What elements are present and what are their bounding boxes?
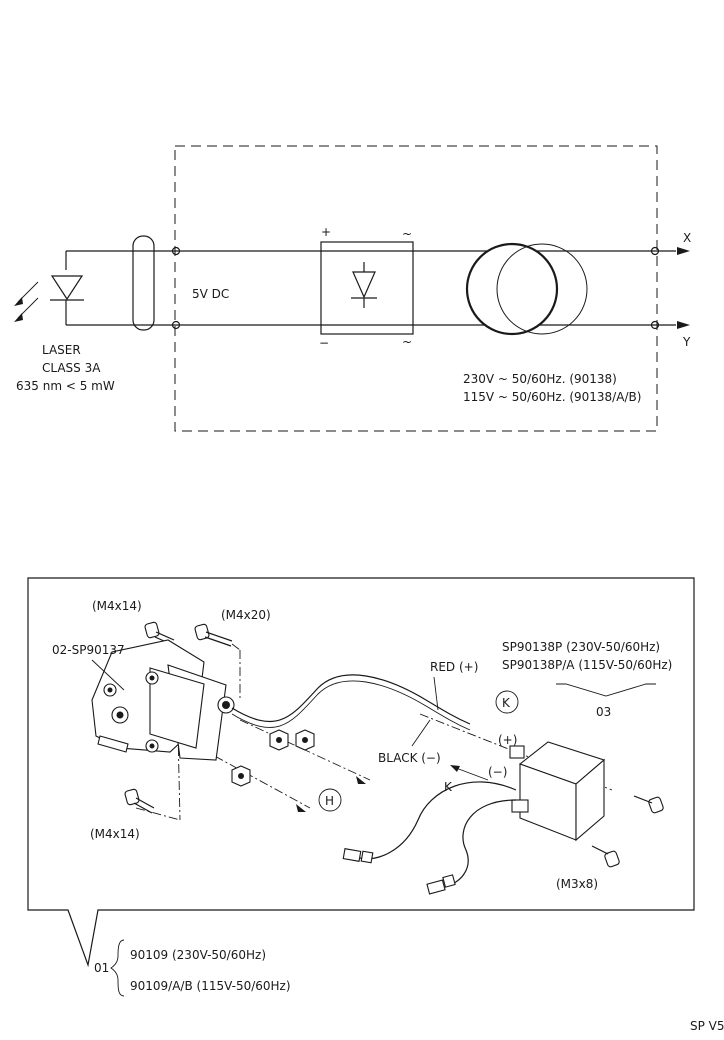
output-x-label: X: [683, 231, 691, 245]
kit-variant-115: 90109/A/B (115V-50/60Hz): [130, 979, 291, 993]
connector-1: [342, 848, 374, 864]
cable: [231, 674, 471, 725]
callout-k: [495, 690, 519, 714]
minus-sign: −: [319, 336, 329, 350]
callout-h-label: H: [325, 794, 334, 808]
psu-230-label: SP90138P (230V-50/60Hz): [502, 640, 660, 654]
power-supply-box: [509, 741, 606, 842]
kit-ref: 01: [94, 961, 109, 975]
kit-legend: 01 90109 (230V-50/60Hz) 90109/A/B (115V-…: [94, 939, 291, 997]
laser-class: CLASS 3A: [42, 361, 101, 375]
nut-3: [231, 765, 251, 787]
enclosure-dashed-box: [174, 145, 658, 432]
kit-variant-230: 90109 (230V-50/60Hz): [130, 948, 266, 962]
kit-brace: [110, 939, 125, 997]
connector-2: [426, 874, 456, 895]
red-wire-label: RED (+): [430, 660, 478, 674]
screw-top-right-label: (M4x20): [221, 608, 271, 622]
transformer-symbol: [465, 242, 588, 336]
terminal: [171, 246, 181, 256]
rectifier-box: [320, 241, 414, 335]
arrow-k-label: K: [444, 780, 453, 794]
screw-bottom-left: [124, 788, 155, 814]
supply-230-label: 230V ~ 50/60Hz. (90138): [463, 372, 617, 386]
laser-diode-symbol: [14, 275, 84, 322]
tilde-top: ~: [402, 227, 412, 241]
laser-spec: 635 nm < 5 mW: [16, 379, 115, 393]
exploded-view: (M4x14) (M4x20): [27, 577, 695, 968]
supply-115-label: 115V ~ 50/60Hz. (90138/A/B): [463, 390, 641, 404]
black-wire-label: BLACK (−): [378, 751, 441, 765]
laser-module: [91, 639, 235, 761]
terminal: [650, 246, 660, 256]
psu-brace: [556, 683, 656, 697]
callout-k-label: K: [502, 696, 511, 710]
psu-115-label: SP90138P/A (115V-50/60Hz): [502, 658, 672, 672]
screw-top-right: [194, 623, 233, 647]
exploded-view-frame: [27, 577, 695, 968]
nut-1: [269, 729, 289, 751]
screw-bottom-right-label: (M3x8): [556, 877, 598, 891]
dc-voltage-label: 5V DC: [192, 287, 229, 301]
wiring-schematic: LASER CLASS 3A 635 nm < 5 mW 5V DC + − ~…: [14, 145, 691, 432]
screw-bottom-right: [591, 845, 620, 868]
plus-sign: +: [321, 225, 331, 239]
laser-label: LASER: [42, 343, 81, 357]
output-lead-2: [445, 799, 517, 887]
output-lead-1: [359, 781, 517, 860]
nut-2: [295, 729, 315, 751]
laser-part-label: 02-SP90137: [52, 643, 125, 657]
terminal: [650, 320, 660, 330]
output-y-label: Y: [682, 335, 691, 349]
terminal: [171, 320, 181, 330]
plus-terminal-label: (+): [498, 733, 517, 747]
tilde-bottom: ~: [402, 335, 412, 349]
screw-top-left: [144, 621, 175, 646]
screw-top-left-label: (M4x14): [92, 599, 142, 613]
screw-bottom-left-label: (M4x14): [90, 827, 140, 841]
psu-screw-right: [633, 795, 664, 814]
psu-ref-label: 03: [596, 705, 611, 719]
minus-terminal-label: (−): [488, 765, 507, 779]
page-code: SP V5: [690, 1019, 724, 1033]
callout-h: [318, 788, 342, 812]
cable-sheath: [132, 235, 155, 331]
